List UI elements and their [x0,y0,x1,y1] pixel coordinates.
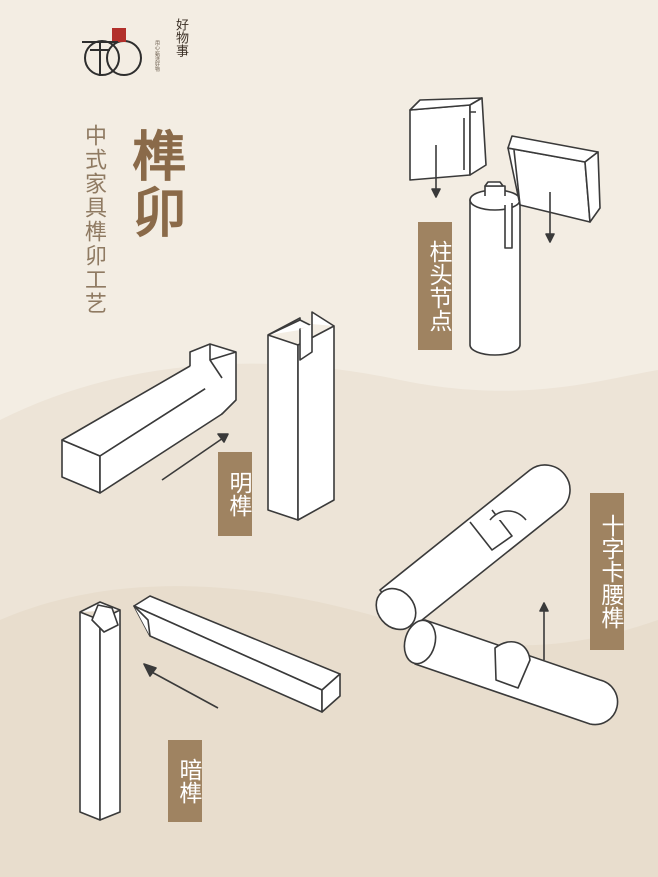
label-cross-waist-tenon: 十字卡腰榫 [590,493,624,650]
page-subtitle: 中式家具榫卯工艺 [81,124,106,316]
cross-waist-joint-diagram [375,464,619,726]
logo-seal-icon [82,28,142,76]
label-open-tenon: 明榫 [218,452,252,536]
hidden-tenon-diagram [79,595,341,821]
column-head-joint-diagram [409,97,601,356]
brand-subtitle: 用心·甄选好物 [154,40,160,72]
brand-name: 好物事 [173,18,188,57]
label-hidden-tenon: 暗榫 [168,740,202,822]
open-tenon-diagram [61,311,335,521]
label-column-head-joint: 柱头节点 [418,222,452,350]
page-title: 榫卯 [123,128,187,240]
